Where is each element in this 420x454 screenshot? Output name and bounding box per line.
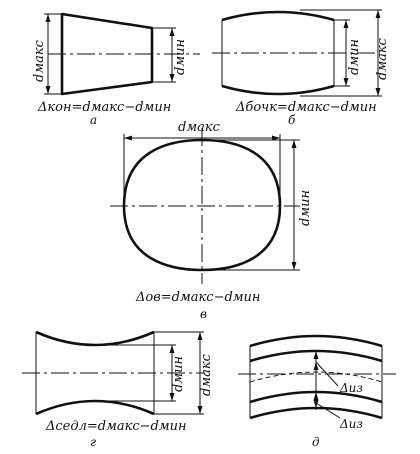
- saddle-dmin-arrow-top: [169, 345, 175, 353]
- oval-dmin-arrow-top: [291, 140, 297, 148]
- saddle-dmax-label: dмакс: [199, 353, 214, 396]
- bent-letter: д: [312, 435, 320, 449]
- barrel-letter: б: [288, 113, 296, 127]
- saddle-letter: г: [90, 435, 96, 449]
- bent-top-arrow-down: [313, 351, 319, 359]
- saddle-formula: Δседл=dмакс−dмин: [45, 419, 187, 434]
- barrel-top-profile: [221, 10, 335, 22]
- oval-dmax-label: dмакс: [178, 120, 221, 135]
- cone-letter: а: [90, 113, 97, 127]
- oval-letter: в: [200, 307, 207, 321]
- cone-formula: Δкон=dмакс−dмин: [37, 100, 171, 115]
- bent-delta-bottom-label: Δиз: [339, 417, 363, 431]
- saddle-dmin-arrow-bottom: [169, 393, 175, 401]
- bent-top-leader: [315, 361, 339, 387]
- barrel-dmax-arrow-top: [375, 10, 381, 18]
- bent-top-arrow-up: [313, 362, 319, 370]
- barrel-dmin-label: dмин: [347, 39, 362, 75]
- oval-dmin-arrow-bottom: [291, 262, 297, 270]
- figure-saddle: dмин dмакс Δседл=dмакс−dмин г: [22, 330, 214, 449]
- cone-dmax-arrow-top: [45, 14, 51, 22]
- bent-bottom-arrow-up: [313, 400, 319, 408]
- cone-dmax-label: dмакс: [32, 39, 47, 82]
- saddle-dmax-arrow-bottom: [197, 406, 203, 414]
- oval-dmax-arrow-right: [272, 135, 280, 141]
- figure-bent: Δиз Δиз д: [238, 334, 396, 449]
- oval-dmin-label: dмин: [298, 190, 313, 226]
- figure-conical: dмакс dмин Δкон=dмакс−dмин а: [32, 12, 200, 127]
- figure-barrel: dмин dмакс Δбочк=dмакс−dмин б: [212, 9, 390, 127]
- barrel-bottom-profile: [221, 84, 335, 96]
- oval-dmax-arrow-left: [124, 135, 132, 141]
- saddle-top-profile: [35, 330, 155, 347]
- figure-oval: dмакс dмин Δов=dмакс−dмин в: [110, 120, 313, 321]
- barrel-dmax-label: dмакс: [375, 37, 390, 80]
- barrel-dmin-arrow-bottom: [343, 78, 349, 86]
- barrel-dmax-arrow-bottom: [375, 88, 381, 96]
- barrel-dmin-arrow-top: [343, 20, 349, 28]
- bent-bottom-leader: [315, 402, 341, 419]
- cone-dmin-label: dмин: [173, 39, 188, 75]
- bent-top-outer-profile: [249, 334, 383, 348]
- saddle-dmin-label: dмин: [171, 356, 186, 392]
- oval-formula: Δов=dмакс−dмин: [135, 290, 261, 305]
- saddle-dmax-arrow-top: [197, 332, 203, 340]
- barrel-formula: Δбочк=dмакс−dмин: [235, 100, 377, 115]
- bent-delta-top-label: Δиз: [339, 381, 363, 395]
- cone-dmax-arrow-bottom: [45, 86, 51, 94]
- cone-dmin-arrow-top: [169, 28, 175, 36]
- saddle-bottom-profile: [35, 399, 155, 416]
- cone-dmin-arrow-bottom: [169, 74, 175, 82]
- bent-bottom-arrow-down: [313, 392, 319, 400]
